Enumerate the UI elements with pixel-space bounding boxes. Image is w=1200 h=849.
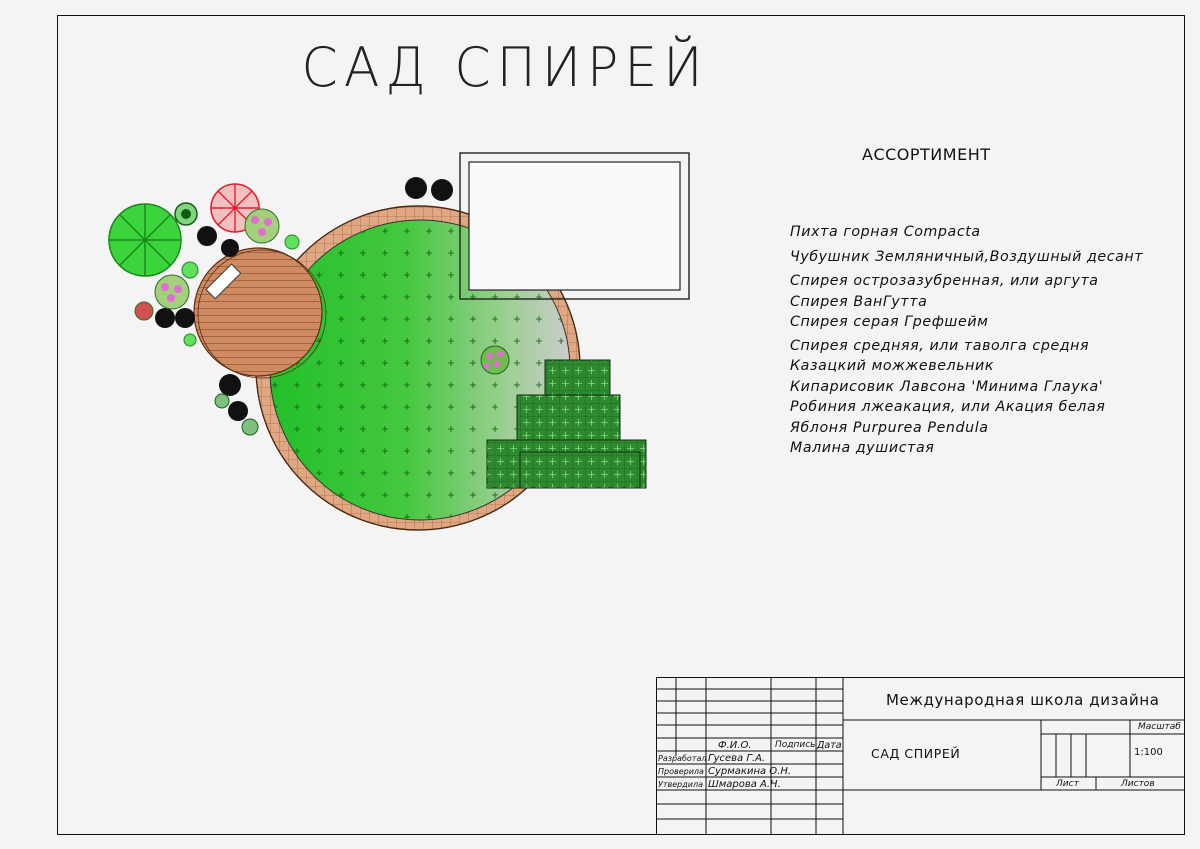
center-spirea: [480, 345, 510, 375]
drawing-frame: [57, 15, 1185, 835]
role-approved: Утвердила: [658, 780, 703, 789]
name-developed: Гусева Г.А.: [708, 753, 766, 764]
list-item: Спирея серая Грефшейм: [790, 314, 989, 330]
project-name: САД СПИРЕЙ: [871, 746, 961, 761]
bench: [205, 263, 242, 300]
hedge-terraces: [486, 359, 647, 489]
house-outline: [459, 152, 690, 300]
col-date: Дата: [817, 740, 842, 751]
name-checked: Сурмакина О.Н.: [708, 766, 792, 777]
scale-value: 1:100: [1134, 747, 1163, 758]
plant-cluster-left: [108, 183, 300, 436]
col-fio: Ф.И.О.: [718, 740, 752, 751]
role-developed: Разработал: [658, 754, 707, 763]
assortment-heading: АССОРТИМЕНТ: [862, 145, 991, 164]
list-item: Спирея острозазубренная, или аргута: [790, 273, 1099, 289]
organization-name: Международная школа дизайна: [886, 691, 1160, 709]
list-item: Спирея средняя, или таволга средня: [790, 337, 1090, 354]
role-checked: Проверила: [658, 767, 704, 776]
drawing-title: САД СПИРЕЙ: [301, 36, 709, 100]
scale-label: Масштаб: [1138, 722, 1181, 732]
list-item: Спирея ВанГутта: [790, 293, 928, 310]
assortment-list: Пихта горная Compacta Чубушник Земляничн…: [790, 222, 1143, 459]
list-item: Кипарисовик Лавсона 'Минима Глаука': [790, 378, 1104, 395]
list-item: Казацкий можжевельник: [790, 358, 995, 374]
title-block: Международная школа дизайна САД СПИРЕЙ Ф…: [656, 677, 1185, 835]
juniper-top: [405, 177, 453, 201]
wooden-deck: [193, 247, 327, 379]
list-item: Робиния лжеакация, или Акация белая: [790, 399, 1106, 415]
col-sign: Подпись: [775, 740, 816, 750]
list-item: Чубушник Земляничный,Воздушный десант: [790, 248, 1144, 265]
name-approved: Шмарова А.Н.: [708, 779, 781, 790]
sheet-label: Лист: [1056, 779, 1079, 789]
sheets-label: Листов: [1121, 779, 1155, 789]
title-block-grid: [656, 677, 1185, 835]
list-item: Малина душистая: [790, 440, 935, 456]
list-item: Пихта горная Compacta: [790, 224, 981, 240]
list-item: Яблоня Purpurea Pendula: [790, 419, 989, 436]
